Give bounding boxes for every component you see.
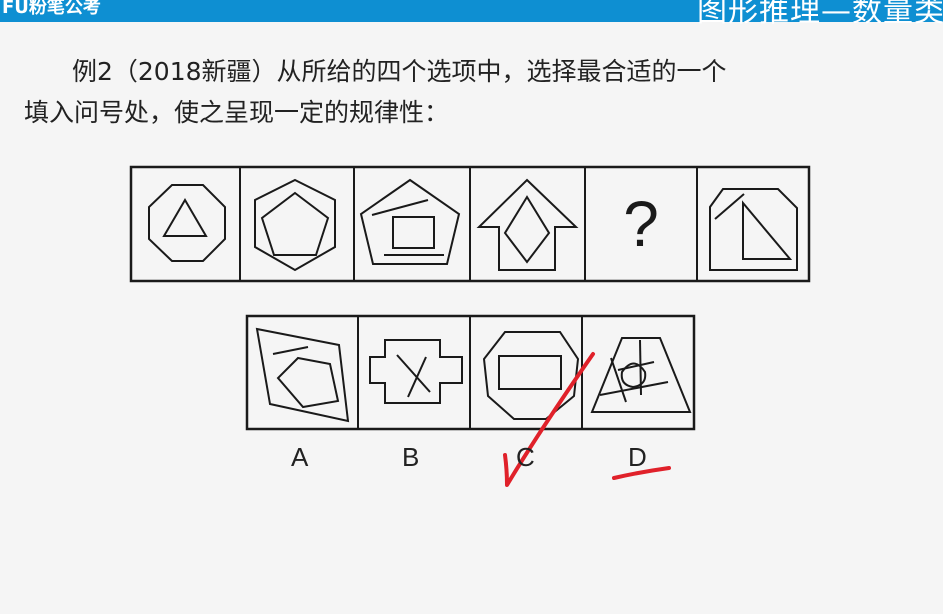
answer-annotations xyxy=(503,352,671,487)
sequence-cell-1 xyxy=(148,184,226,262)
top-banner: FU粉笔公考 图形推理—数量类 xyxy=(0,0,943,29)
triangle-shape xyxy=(742,200,793,260)
option-label-a[interactable]: A xyxy=(291,442,309,472)
cross-shape xyxy=(369,339,463,404)
sequence-row xyxy=(129,165,811,283)
section-title: 图形推理—数量类 xyxy=(697,0,943,29)
underline-mark-icon xyxy=(612,466,671,480)
option-d-figure xyxy=(590,337,692,413)
sequence-cell-6 xyxy=(709,188,798,271)
x-stroke xyxy=(407,356,427,398)
octagon-shape xyxy=(482,331,580,420)
rectangle-shape xyxy=(392,216,435,249)
options-row xyxy=(245,314,696,431)
sequence-cell-4 xyxy=(476,178,579,271)
heptagon-shape xyxy=(709,188,798,271)
pentagon-shape xyxy=(359,178,461,265)
trapezoid-shape xyxy=(590,337,692,413)
slant-line xyxy=(617,361,655,371)
option-label-b[interactable]: B xyxy=(402,442,420,472)
oval-shape xyxy=(620,362,647,389)
diamond-shape xyxy=(503,195,551,264)
option-label-c[interactable]: C xyxy=(516,442,535,472)
question-line-2: 填入问号处，使之呈现一定的规律性： xyxy=(24,98,450,127)
brand-logo: FU粉笔公考 xyxy=(2,0,101,18)
question-line-1: 例2（2018新疆）从所给的四个选项中，选择最合适的一个 xyxy=(72,57,727,86)
slant-line xyxy=(371,199,429,216)
sequence-cell-3 xyxy=(359,178,461,265)
pentagon-shape xyxy=(260,191,330,256)
x-stroke xyxy=(396,354,431,393)
pentagon-shape xyxy=(276,356,340,409)
sequence-cell-2 xyxy=(254,178,336,272)
slant-line xyxy=(714,193,745,220)
question-mark: ? xyxy=(623,188,659,260)
rectangle-shape xyxy=(498,355,562,390)
quadrilateral-shape xyxy=(255,327,350,423)
vertical-line xyxy=(639,339,642,396)
option-b-figure xyxy=(369,339,463,404)
slant-line xyxy=(610,357,627,403)
octagon-shape xyxy=(148,184,226,262)
option-a-figure xyxy=(255,327,350,423)
slant-line xyxy=(272,346,309,355)
hexagon-shape xyxy=(254,178,336,272)
option-label-d[interactable]: D xyxy=(628,442,647,472)
slant-line xyxy=(599,381,669,396)
arrow-shape xyxy=(476,178,579,271)
option-c-figure xyxy=(482,331,580,420)
check-mark-icon xyxy=(503,352,595,487)
triangle-shape xyxy=(162,198,208,237)
